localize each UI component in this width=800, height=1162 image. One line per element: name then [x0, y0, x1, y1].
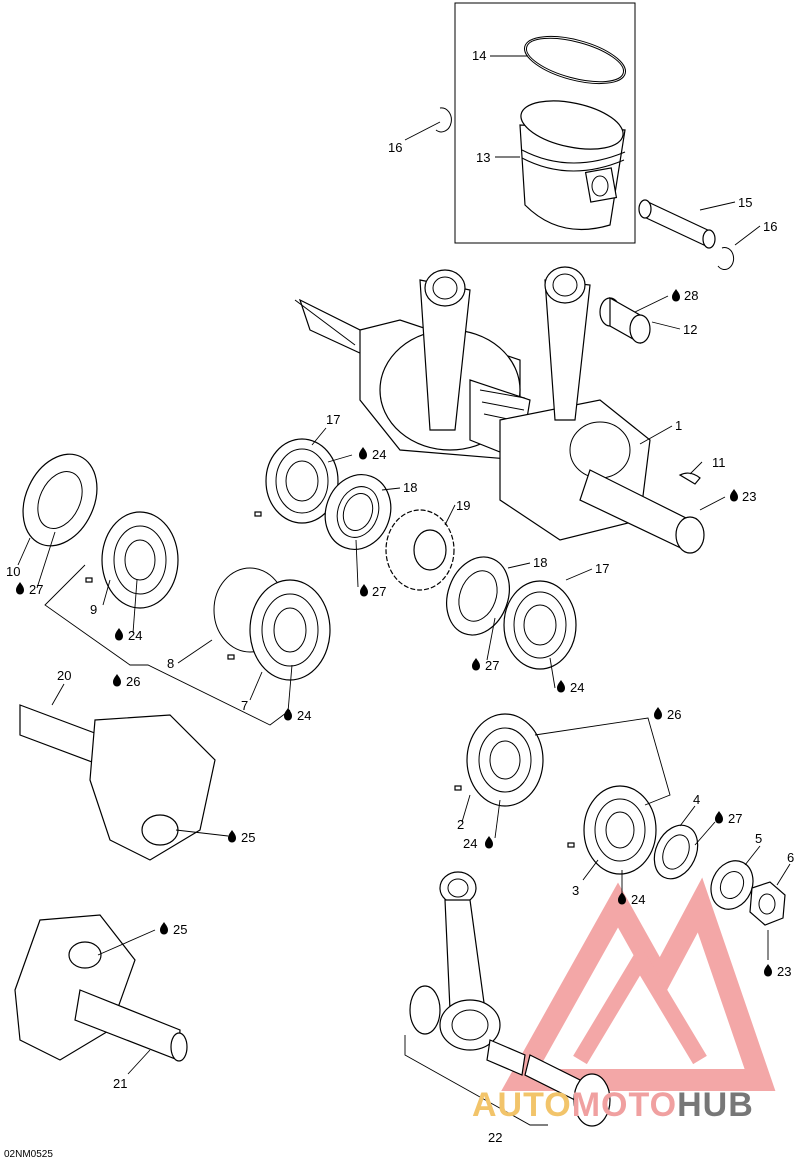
callout-27: 27 [372, 584, 386, 599]
watermark-logo [501, 877, 776, 1091]
connecting-rod-kit-22 [409, 871, 611, 1127]
callout-18: 18 [533, 555, 547, 570]
circlip-right [717, 247, 735, 270]
callout-25: 25 [241, 830, 255, 845]
callout-6: 6 [787, 850, 794, 865]
callout-14: 14 [472, 48, 486, 63]
oil-seal-lower [446, 556, 510, 636]
oil-drop-icon [113, 674, 121, 687]
ball-bearing-3 [567, 785, 657, 875]
callout-24: 24 [297, 708, 311, 723]
small-end-bearing [599, 296, 651, 345]
callout-24: 24 [463, 836, 477, 851]
oil-drop-icon [472, 658, 480, 671]
callout-28: 28 [684, 288, 698, 303]
callout-13: 13 [476, 150, 490, 165]
callout-27: 27 [728, 811, 742, 826]
callout-20: 20 [57, 668, 71, 683]
piston [519, 100, 626, 231]
leader-lines [17, 55, 791, 1075]
callout-24: 24 [128, 628, 142, 643]
oil-drop-icon [730, 489, 738, 502]
callout-8: 8 [167, 656, 174, 671]
oil-drop-icon [557, 680, 565, 693]
callout-17: 17 [595, 561, 609, 576]
watermark-text-auto: AUTO [472, 1086, 572, 1124]
oil-drop-icon [764, 964, 772, 977]
drawing-reference: 02NM0525 [4, 1149, 53, 1160]
oil-drop-icon [715, 811, 723, 824]
oil-drop-icon [360, 584, 368, 597]
group-line-26b [534, 717, 671, 806]
piston-ring [524, 35, 626, 85]
oil-seal-4 [653, 824, 699, 880]
callout-5: 5 [755, 831, 762, 846]
callout-10: 10 [6, 564, 20, 579]
callout-24: 24 [570, 680, 584, 695]
piston-pin [638, 199, 716, 249]
oil-drop-icon [115, 628, 123, 641]
callout-16: 16 [763, 219, 777, 234]
crankshaft-assembly [294, 266, 705, 554]
main-bearing-upper [254, 438, 339, 524]
crankshaft-half-21 [14, 914, 188, 1062]
callout-26: 26 [667, 707, 681, 722]
callout-24: 24 [372, 447, 386, 462]
group-line-left [44, 564, 291, 726]
callout-labels: 14 16 13 15 16 28 12 1 11 23 17 24 18 19… [6, 48, 794, 1145]
washer-5 [710, 860, 754, 910]
callout-2: 2 [457, 817, 464, 832]
callout-12: 12 [683, 322, 697, 337]
callout-1: 1 [675, 418, 682, 433]
woodruff-key [678, 472, 701, 485]
oil-drop-icon [672, 289, 680, 302]
watermark-text: AUTOMOTOHUB [472, 1086, 754, 1125]
nut-6 [749, 881, 786, 926]
watermark-text-hub: HUB [677, 1086, 754, 1124]
piston-kit-box [454, 2, 636, 244]
callout-25: 25 [173, 922, 187, 937]
group-line-22 [404, 1035, 548, 1126]
callout-23: 23 [742, 489, 756, 504]
oil-drop-icon [485, 836, 493, 849]
ball-bearing-7 [227, 579, 331, 681]
callout-27: 27 [485, 658, 499, 673]
main-bearing-lower [503, 580, 577, 670]
callout-9: 9 [90, 602, 97, 617]
callout-18: 18 [403, 480, 417, 495]
callout-23: 23 [777, 964, 791, 979]
oil-seal-10 [22, 453, 98, 547]
callout-22: 22 [488, 1130, 502, 1145]
callout-15: 15 [738, 195, 752, 210]
callout-4: 4 [693, 792, 700, 807]
oil-seal-upper [324, 474, 392, 550]
oil-drop-icon [359, 447, 367, 460]
oil-drop-icon [654, 707, 662, 720]
callout-7: 7 [241, 698, 248, 713]
oil-drop-icon [284, 708, 292, 721]
callout-24: 24 [631, 892, 645, 907]
callout-26: 26 [126, 674, 140, 689]
oil-drop-icon [160, 922, 168, 935]
circlip-left [435, 107, 452, 133]
ball-bearing-9 [85, 511, 179, 609]
callout-21: 21 [113, 1076, 127, 1091]
ball-bearing-2 [454, 713, 544, 807]
callout-17: 17 [326, 412, 340, 427]
crankshaft-half-20 [19, 704, 216, 861]
oil-drop-icon [228, 830, 236, 843]
callout-11: 11 [712, 455, 726, 470]
oil-drop-icon [16, 582, 24, 595]
watermark-text-moto: MOTO [571, 1086, 678, 1124]
callout-19: 19 [456, 498, 470, 513]
callout-27: 27 [29, 582, 43, 597]
callout-16: 16 [388, 140, 402, 155]
drive-gear [385, 509, 455, 591]
callout-3: 3 [572, 883, 579, 898]
